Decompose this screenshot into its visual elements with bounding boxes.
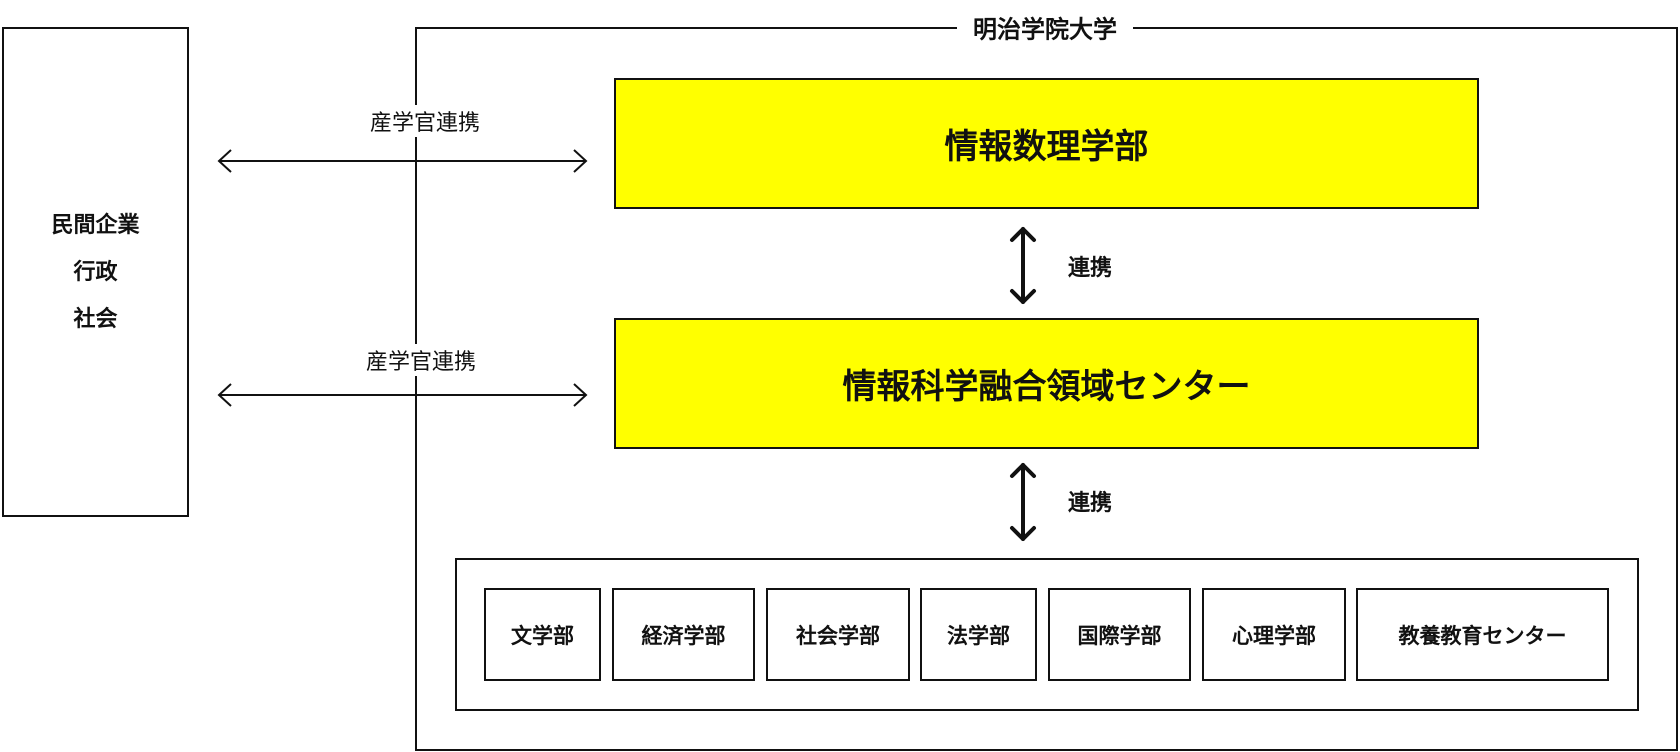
double-arrow-cooperation-bottom	[1010, 463, 1036, 541]
external-line: 行政	[73, 259, 118, 285]
department-box: 経済学部	[612, 588, 755, 681]
industry-link-label-top: 産学官連携	[367, 105, 483, 137]
double-arrow-industry-top	[217, 149, 588, 173]
external-line: 民間企業	[51, 212, 140, 238]
cooperation-label-top: 連携	[1065, 250, 1115, 282]
double-arrow-industry-bottom	[217, 383, 588, 407]
faculty-main-box: 情報数理学部	[614, 78, 1479, 209]
external-line: 社会	[73, 306, 118, 332]
cooperation-label-bottom: 連携	[1065, 485, 1115, 517]
department-box: 国際学部	[1048, 588, 1191, 681]
university-title: 明治学院大学	[957, 9, 1133, 45]
department-box: 教養教育センター	[1356, 588, 1609, 681]
department-box: 社会学部	[766, 588, 910, 681]
industry-link-label-bottom: 産学官連携	[363, 344, 479, 376]
department-box: 法学部	[920, 588, 1037, 681]
department-box: 文学部	[484, 588, 601, 681]
department-box: 心理学部	[1202, 588, 1346, 681]
external-stakeholders-box: 民間企業 行政 社会	[2, 27, 189, 517]
center-box: 情報科学融合領域センター	[614, 318, 1479, 449]
double-arrow-cooperation-top	[1010, 227, 1036, 304]
